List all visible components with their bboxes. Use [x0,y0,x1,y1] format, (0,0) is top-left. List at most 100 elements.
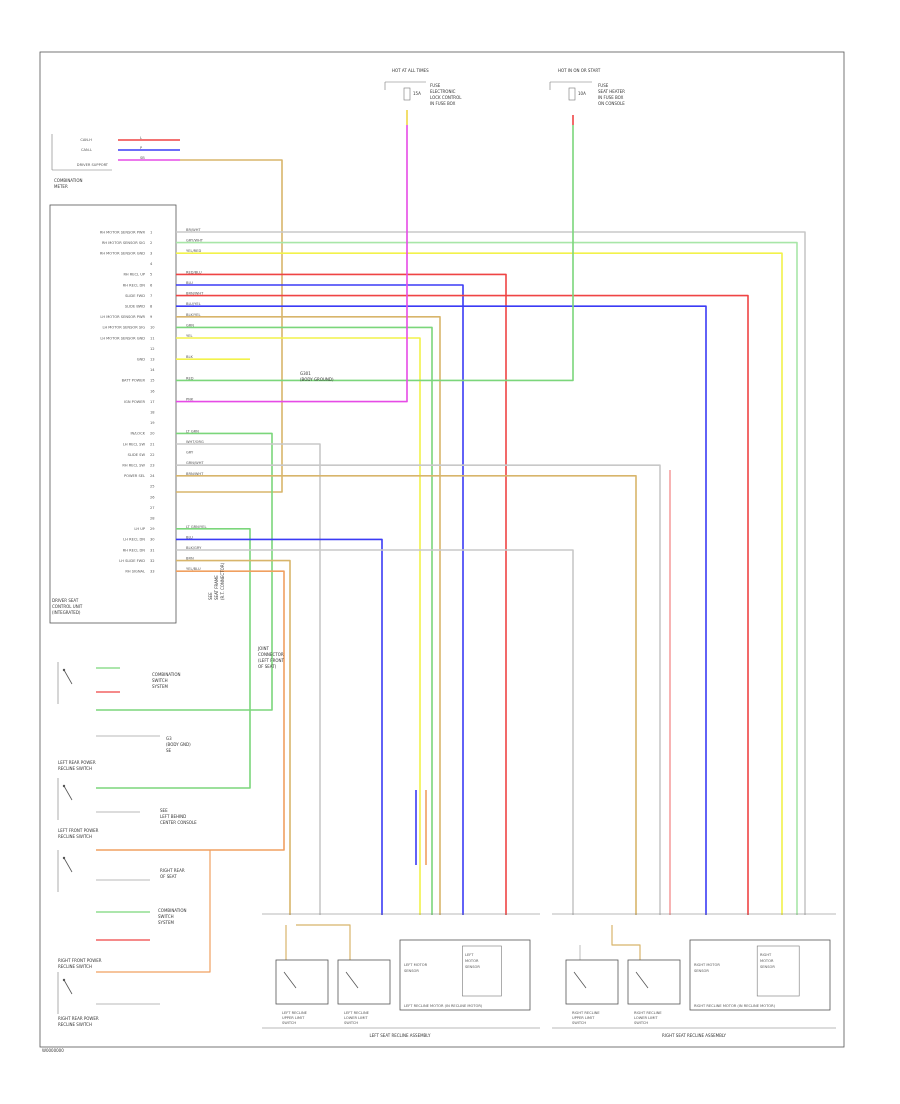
switch-left-recline-pivot [62,668,66,672]
module-pin-number-5: 5 [150,273,152,277]
module-pin-number-1: 1 [150,230,152,234]
module-wire-label-2: GRY/WHT [186,239,204,243]
combination-switch-2-line-2: SWITCH [158,914,174,919]
component-right-motor-inner-1: RIGHT [760,953,772,957]
module-pin-number-23: 23 [150,464,155,468]
wire-4 [176,159,283,493]
joint-connector: JOINT CONNECTOR (LEFT FRONT OF SEAT) [257,646,284,669]
switch-right-front-label-1: RIGHT FRONT POWER [58,958,102,963]
switch-left-recline-label-2: RECLINE SWITCH [58,766,92,771]
ground-ref: G301 (BODY GROUND) [300,371,334,382]
joint-connector-line-3: (LEFT FRONT [258,658,284,663]
combination-meter-wire-3: SB [140,156,145,160]
module-pin-number-6: 6 [150,283,153,287]
module-pin-label-13: GND [137,358,145,362]
module-wire-label-15: RED [186,376,194,380]
module-pin-label-7: SLIDE FWD [125,294,145,298]
module-pin-label-9: LH MOTOR SENSOR PWR [100,315,145,319]
fuse-left-line-1: FUSE [430,83,441,88]
ground-ref-3: SEE LEFT BEHIND CENTER CONSOLE [160,808,197,825]
component-right-motor-caption: RIGHT RECLINE MOTOR (IN RECLINE MOTOR) [694,1004,776,1008]
wire-10 [176,294,749,915]
component-right-upper-limit-box [565,959,619,1005]
combination-switch-1-line-1: COMBINATION [152,672,181,677]
module-pin-number-18: 18 [150,411,155,415]
switch-left-front-label-2: RECLINE SWITCH [58,834,92,839]
combination-switch-1-line-2: SWITCH [152,678,168,683]
joint-connector-line-4: OF SEAT) [258,664,277,669]
component-right-motor-box [689,939,831,1011]
module-pin-label-17: IGN POWER [124,400,145,404]
wire-14 [176,337,421,915]
seat-control-module: DRIVER SEAT CONTROL UNIT (INTEGRATED) RH… [49,204,207,624]
combination-meter-pin-2: CAN-L [81,148,92,152]
module-pin-number-27: 27 [150,506,155,510]
module-pin-number-33: 33 [150,570,155,574]
wire-28 [96,570,285,851]
ground-ref-3-line-3: CENTER CONSOLE [160,820,197,825]
fuse-right-symbol [568,87,576,101]
fuse-right-rating: 10A [578,91,586,96]
seat-frame-note-3: (R.T. CONNECTOR) [220,562,225,600]
module-pin-label-30: LH RECL DN [123,538,145,542]
module-pin-number-25: 25 [150,485,155,489]
module-wire-label-3: YEL/RED [186,249,201,253]
module-pin-number-32: 32 [150,559,155,563]
module-pin-label-3: RH MOTOR SENSOR GND [100,252,145,256]
wire-18 [176,110,408,403]
component-left-motor-inner-box [462,945,502,997]
component-left-lower-limit-box [337,959,391,1005]
component-right-lower-limit-label-3: SWITCH [634,1021,648,1025]
component-right-upper-limit-label-1: RIGHT RECLINE [572,1011,600,1015]
ground-ref-2: G3 (BODY GND) SE [166,736,191,753]
fuse-left-line-3: LOCK CONTROL [430,95,462,100]
wire-27 [176,559,291,915]
module-wire-label-21: WHT/ORG [186,440,204,444]
fuse-left-line-2: ELECTRONIC [430,89,456,94]
component-left-upper-limit-box [275,959,329,1005]
seat-control-module-box [49,204,177,624]
module-wire-label-13: BLK [186,355,193,359]
module-wire-label-7: BRN/WHT [186,292,204,296]
right-gnd: RIGHT REAR OF SEAT [160,868,185,879]
ground-ref-line-2: (BODY GROUND) [300,377,334,382]
module-wire-label-8: BLU/YEL [186,302,201,306]
component-left-motor-inner-1: LEFT [465,953,474,957]
module-pin-number-24: 24 [150,474,155,478]
module-wire-label-11: YEL [186,334,192,338]
module-pin-number-31: 31 [150,548,155,552]
module-pin-number-21: 21 [150,442,155,446]
module-wire-label-32: BRN [186,557,194,561]
component-left-motor-box [399,939,531,1011]
module-pin-label-6: RH RECL DN [123,283,146,287]
module-pin-number-28: 28 [150,517,155,521]
component-left-lower-limit-label-2: LOWER LIMIT [344,1016,368,1020]
component-right-motor-side-2: SENSOR [694,969,709,973]
module-pin-label-11: LH MOTOR SENSOR GND [100,336,145,340]
component-left-lower-limit-label-1: LEFT RECLINE [344,1011,370,1015]
module-pin-label-15: BATT POWER [122,379,146,383]
module-pin-label-23: RH RECL SW [122,464,145,468]
module-wire-label-1: BR/WHT [186,228,201,232]
module-wire-label-22: GRY [186,451,194,455]
switch-right-front-pivot [62,856,66,860]
wire-12 [176,315,441,915]
ground-ref-2-line-3: SE [166,748,172,753]
module-pin-number-30: 30 [150,538,155,542]
combination-switch-2: COMBINATION SWITCH SYSTEM [158,908,187,925]
module-wire-label-33: YEL/BLU [186,567,201,571]
joint-connector-line-1: JOINT [257,646,270,651]
switch-left-recline-label-1: LEFT REAR POWER [58,760,96,765]
fuse-left-symbol [403,87,411,101]
switch-left-front-label-1: LEFT FRONT POWER [58,828,99,833]
seat-frame-note-2: SEAT FRAME [214,575,219,600]
fuse-left-top: HOT AT ALL TIMES [392,68,429,73]
